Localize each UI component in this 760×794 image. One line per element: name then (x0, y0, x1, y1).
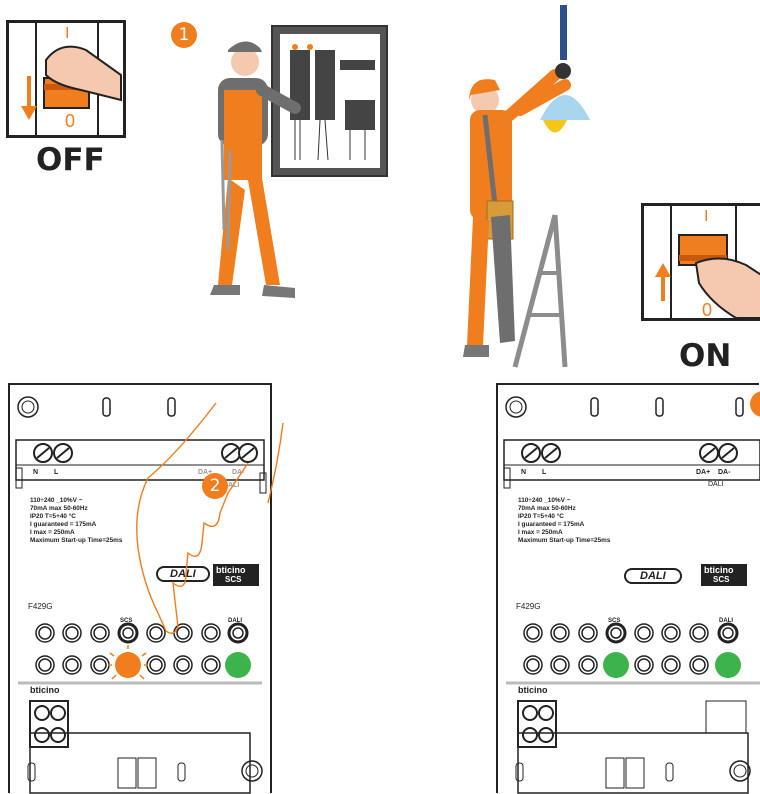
electrician-at-panel-illustration (200, 20, 400, 300)
model-number: F429G (28, 602, 52, 611)
spec-line: Maximum Start-up Time=25ms (518, 537, 610, 545)
brand-label: bticino (518, 685, 548, 695)
off-label: OFF (36, 142, 105, 178)
dali-module-left: N L DA+ DA- DALI 110÷240 _10%V ~ 70mA ma… (8, 383, 272, 794)
brand-badge-bottom: SCS (713, 575, 729, 584)
brand-label: bticino (30, 685, 60, 695)
terminal-da-plus-label: DA+ (696, 469, 710, 476)
spec-block: 110÷240 _10%V ~ 70mA max 50-60Hz IP20 T=… (518, 497, 610, 545)
spec-line: I guaranteed = 175mA (518, 521, 610, 529)
spec-line: IP20 T=5+40 °C (518, 513, 610, 521)
on-label: ON (679, 338, 731, 374)
spec-line: I max = 250mA (518, 529, 610, 537)
module-body-right (496, 383, 760, 794)
brand-badge: bticino SCS (701, 564, 747, 586)
green-led-scs (603, 652, 629, 678)
terminal-l-label: L (54, 469, 58, 476)
button-grid-right (496, 611, 760, 691)
breaker-switch-on-icon (641, 203, 760, 321)
dali-terminal-group-label: DALI (708, 481, 724, 488)
worker-on-ladder-illustration (455, 5, 635, 375)
step-1-badge: 1 (171, 22, 197, 48)
green-led-dali (715, 652, 741, 678)
dali-module-right: N L DA+ DA- DALI 110÷240 _10%V ~ 70mA ma… (496, 383, 760, 794)
terminal-l-label: L (542, 469, 546, 476)
dali-logo: DALI (624, 568, 682, 584)
terminal-da-minus-label: DA- (718, 469, 730, 476)
on-switch-panel: I 0 (641, 203, 760, 321)
off-switch-top-mark: I (65, 25, 69, 43)
terminal-n-label: N (521, 469, 526, 476)
off-switch-bottom-mark: 0 (65, 111, 75, 132)
model-number: F429G (516, 602, 540, 611)
on-switch-top-mark: I (704, 208, 708, 226)
spec-line: 110÷240 _10%V ~ (518, 497, 610, 505)
pressing-hand-outline-icon (108, 383, 308, 663)
spec-line: 70mA max 50-60Hz (518, 505, 610, 513)
terminal-n-label: N (33, 469, 38, 476)
off-switch-panel: I 0 (6, 20, 126, 138)
brand-badge-top: bticino (704, 565, 734, 575)
on-switch-bottom-mark: 0 (702, 300, 712, 321)
